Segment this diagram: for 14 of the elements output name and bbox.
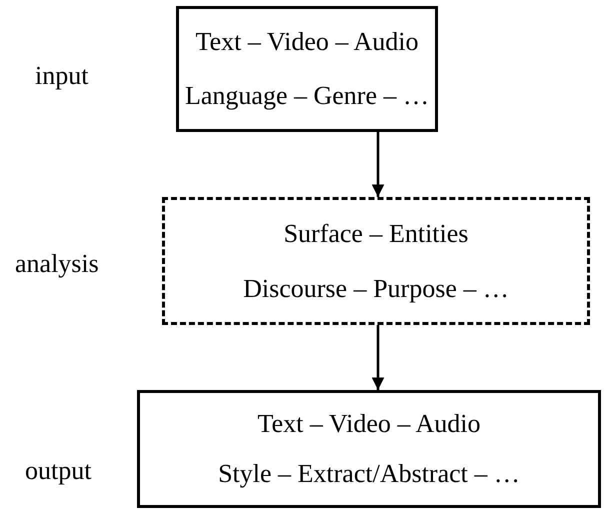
box-text: Surface – Entities (284, 218, 468, 250)
process-box (176, 6, 438, 132)
stage-label: analysis (15, 248, 99, 280)
box-text: Text – Video – Audio (196, 26, 418, 58)
dashed-box (162, 197, 590, 325)
arrow (372, 132, 384, 197)
stage-label: output (25, 455, 92, 486)
stage-label: input (35, 60, 88, 92)
box-text: Language – Genre – … (184, 80, 430, 112)
box-text: Text – Video – Audio (258, 408, 480, 440)
box-text: Discourse – Purpose – … (243, 272, 509, 304)
arrow (372, 325, 384, 390)
process-box (137, 390, 601, 508)
box-text: Style – Extract/Abstract – … (218, 458, 520, 490)
